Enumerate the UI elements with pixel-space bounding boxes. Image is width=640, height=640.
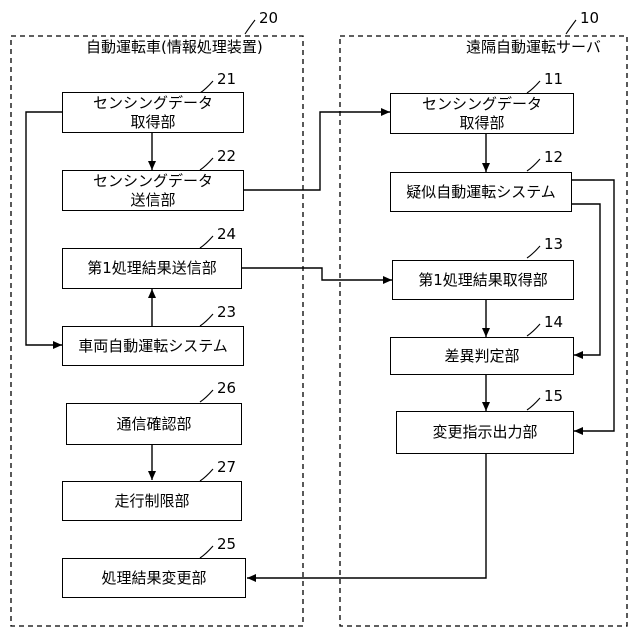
change-instruction-output-block-15: 変更指示出力部 [396,411,574,454]
server-group-ref: 10 [580,10,599,26]
ref-23: 23 [217,304,236,320]
leader-10 [566,20,576,34]
result-modification-block-25: 処理結果変更部 [62,558,246,598]
communication-check-block-26: 通信確認部 [66,403,242,445]
ref-25: 25 [217,536,236,552]
leader-26 [200,390,213,402]
leader-15 [527,398,540,410]
ref-13: 13 [544,236,563,252]
leader-24 [200,236,213,248]
arrow-22-to-11 [244,112,390,190]
leader-20 [245,20,255,34]
arrow-15-to-25 [247,454,486,578]
sensing-data-acquisition-block-11: センシングデータ 取得部 [390,93,574,134]
ref-21: 21 [217,71,236,87]
sensing-data-transmission-block-22: センシングデータ 送信部 [62,170,244,211]
ref-12: 12 [544,149,563,165]
leader-14 [527,324,540,336]
vehicle-group-title: 自動運転車(情報処理装置) [86,38,263,56]
server-group-title: 遠隔自動運転サーバ [466,38,601,56]
first-result-acquisition-block-13: 第1処理結果取得部 [392,260,574,300]
ref-26: 26 [217,380,236,396]
leader-23 [200,314,213,326]
leader-13 [527,246,540,258]
ref-27: 27 [217,459,236,475]
leader-11 [527,81,540,93]
ref-15: 15 [544,388,563,404]
first-result-transmission-block-24: 第1処理結果送信部 [62,248,242,289]
sensing-data-acquisition-block-21: センシングデータ 取得部 [62,92,244,133]
arrow-21-to-23 [26,112,62,345]
leader-27 [200,469,213,481]
travel-restriction-block-27: 走行制限部 [62,481,242,521]
arrow-12-to-15 [572,180,614,431]
ref-14: 14 [544,314,563,330]
leader-22 [200,158,213,170]
vehicle-group-ref: 20 [259,10,278,26]
arrow-24-to-13 [242,268,392,280]
difference-determination-block-14: 差異判定部 [390,337,574,375]
arrow-12-to-14 [572,204,600,355]
ref-22: 22 [217,148,236,164]
ref-11: 11 [544,71,563,87]
pseudo-autonomous-driving-system-block-12: 疑似自動運転システム [390,172,572,212]
leader-12 [527,159,540,171]
vehicle-autonomous-driving-system-block-23: 車両自動運転システム [62,326,244,366]
leader-25 [200,546,213,558]
ref-24: 24 [217,226,236,242]
